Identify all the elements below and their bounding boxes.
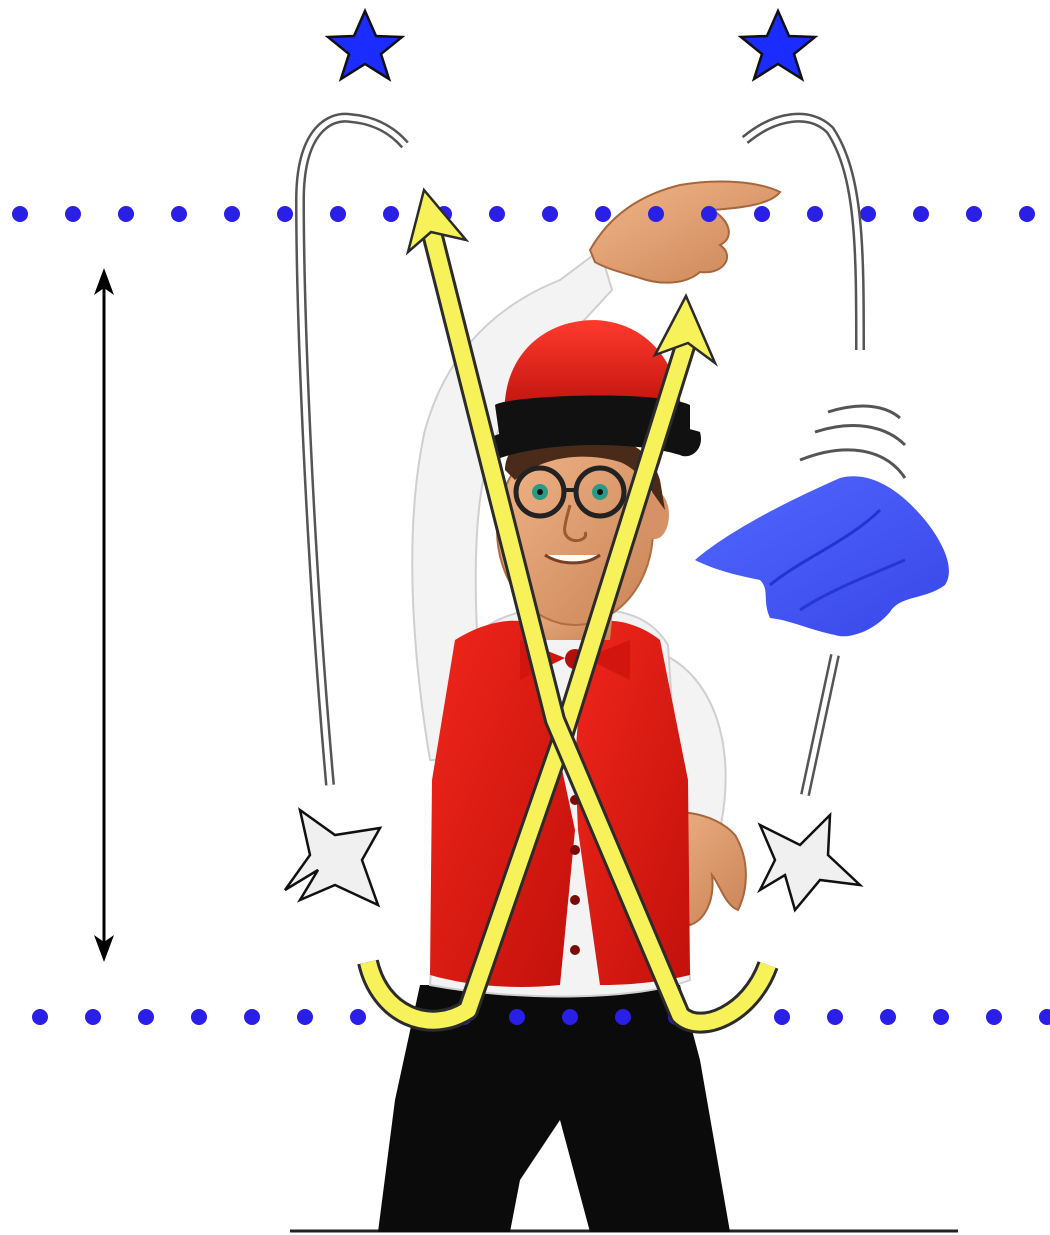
guide-dot [32,1009,48,1025]
guide-dot [383,206,399,222]
guide-dot [1019,206,1035,222]
guide-dot [191,1009,207,1025]
guide-dot [277,206,293,222]
guide-dot [244,1009,260,1025]
guide-dot [827,1009,843,1025]
guide-dot [860,206,876,222]
guide-dot [701,206,717,222]
guide-dot [542,206,558,222]
guide-dot [595,206,611,222]
guide-dot [12,206,28,222]
star-icon [328,11,402,79]
guide-dot [297,1009,313,1025]
guide-dot [224,206,240,222]
guide-dot [807,206,823,222]
star-icon [741,11,815,79]
guide-dot [966,206,982,222]
impact-burst-icon [760,815,860,910]
guide-dot [986,1009,1002,1025]
guide-dot [754,206,770,222]
guide-dot [118,206,134,222]
guide-dot [509,1009,525,1025]
upper-height-guide [12,206,1035,222]
guide-dot [615,1009,631,1025]
guide-dot [562,1009,578,1025]
double-headed-arrow-icon [94,268,114,962]
vest-button [570,945,580,955]
guide-dot [880,1009,896,1025]
guide-dot [350,1009,366,1025]
guide-dot [65,206,81,222]
toss-arc-right [745,118,860,350]
guide-dot [330,206,346,222]
vest-button [570,845,580,855]
guide-dot [138,1009,154,1025]
guide-dot [85,1009,101,1025]
guide-dot [648,206,664,222]
guide-dot [774,1009,790,1025]
vest-button [570,895,580,905]
guide-dot [913,206,929,222]
fall-line-right [805,655,835,795]
guide-dot [933,1009,949,1025]
scarf-icon [695,476,949,636]
guide-dot [171,206,187,222]
guide-dot [1039,1009,1050,1025]
motion-lines [800,406,905,478]
impact-burst-icon [285,810,380,905]
guide-dot [489,206,505,222]
